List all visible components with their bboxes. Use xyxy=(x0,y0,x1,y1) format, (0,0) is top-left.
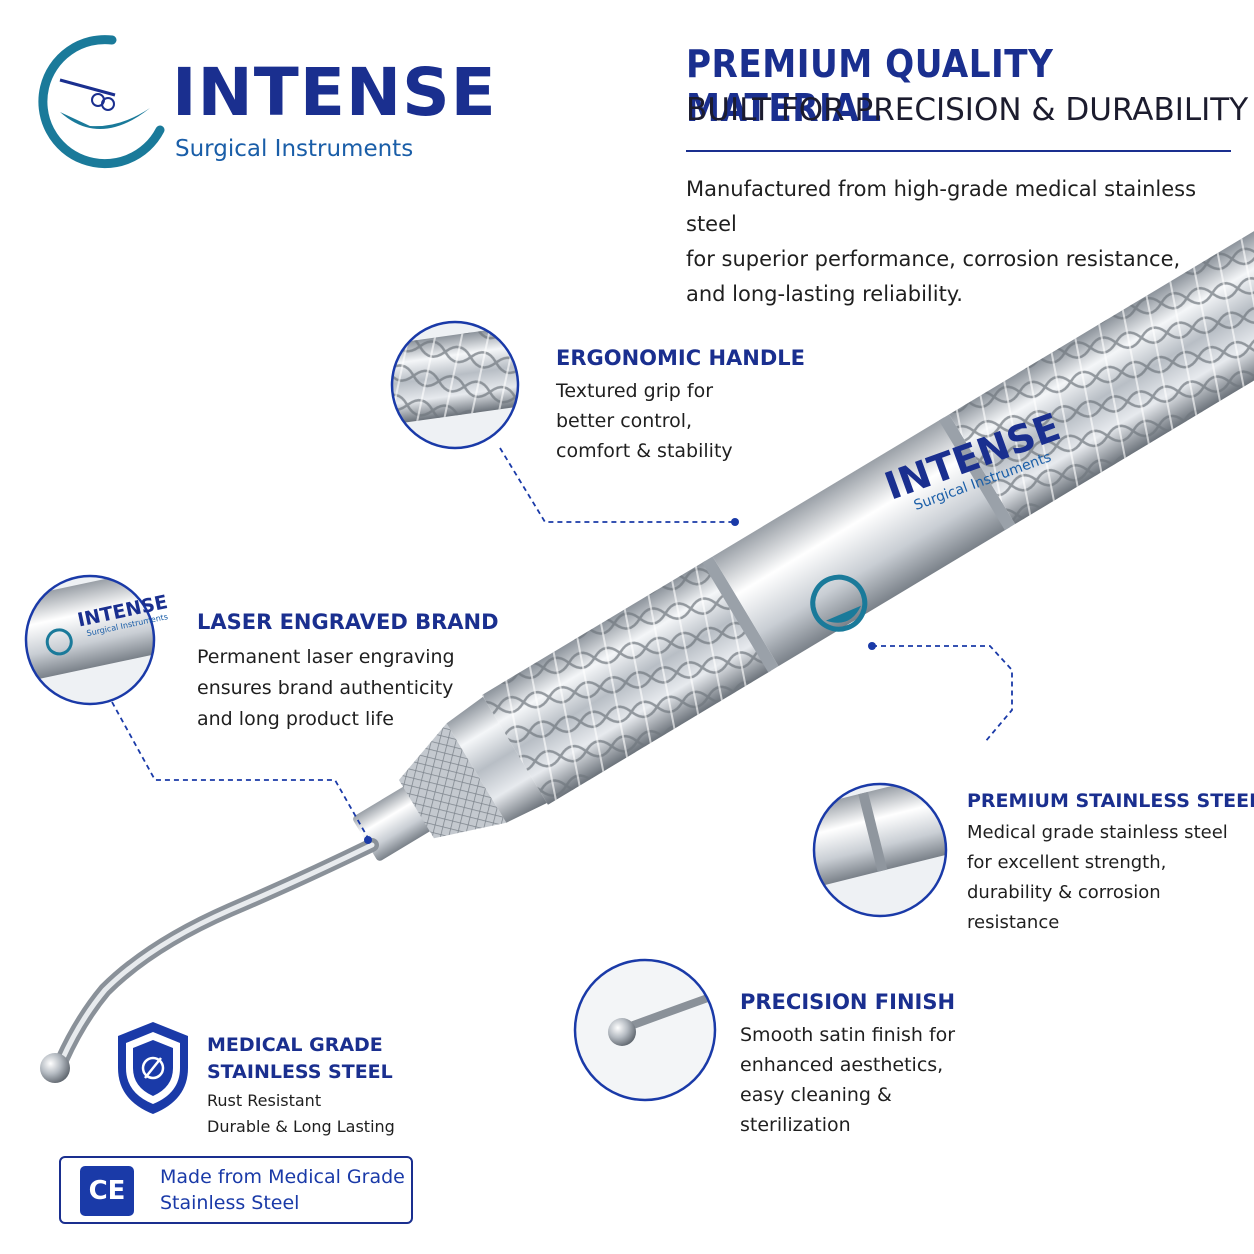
detail-line: Rust Resistant xyxy=(207,1091,322,1110)
feature-ergonomic: ERGONOMIC HANDLE Textured grip for bette… xyxy=(556,346,805,466)
stainless-steel-zoom xyxy=(812,782,948,918)
brand-name: INTENSE xyxy=(172,54,497,131)
feature-line: for excellent strength, xyxy=(967,852,1167,873)
feature-line: comfort & stability xyxy=(556,440,733,462)
subheadline: BUILT FOR PRECISION & DURABILITY xyxy=(686,92,1249,128)
feature-line: and long product life xyxy=(197,708,394,730)
feature-line: ensures brand authenticity xyxy=(197,677,454,699)
feature-description: Permanent laser engraving ensures brand … xyxy=(197,642,499,735)
feature-line: Medical grade stainless steel xyxy=(967,822,1228,843)
title-line: STAINLESS STEEL xyxy=(207,1061,393,1083)
shield-icon xyxy=(118,1022,188,1114)
intro-line: and long-lasting reliability. xyxy=(686,282,963,306)
feature-title: PREMIUM STAINLESS STEEL xyxy=(967,790,1254,812)
leader-lines xyxy=(111,447,1013,839)
detail-line: Durable & Long Lasting xyxy=(207,1117,395,1136)
feature-laser-engraved: LASER ENGRAVED BRAND Permanent laser eng… xyxy=(197,610,499,735)
title-line: MEDICAL GRADE xyxy=(207,1034,383,1056)
medical-grade-title: MEDICAL GRADE STAINLESS STEEL xyxy=(207,1032,393,1086)
feature-line: Textured grip for xyxy=(556,380,714,402)
feature-title: PRECISION FINISH xyxy=(740,990,956,1014)
feature-line: enhanced aesthetics, xyxy=(740,1054,944,1076)
feature-description: Textured grip for better control, comfor… xyxy=(556,376,805,466)
intro-text: Manufactured from high-grade medical sta… xyxy=(686,172,1246,312)
feature-line: easy cleaning & xyxy=(740,1084,892,1106)
ergonomic-handle-zoom xyxy=(390,320,520,450)
handle-engraving xyxy=(810,574,868,632)
feature-line: Permanent laser engraving xyxy=(197,646,455,668)
feature-description: Smooth satin finish for enhanced aesthet… xyxy=(740,1020,955,1140)
feature-premium-steel: PREMIUM STAINLESS STEEL Medical grade st… xyxy=(967,790,1254,938)
ce-text: Made from Medical Grade Stainless Steel xyxy=(160,1164,405,1216)
laser-brand-zoom xyxy=(24,574,156,706)
precision-finish-zoom xyxy=(573,958,717,1102)
ce-line: Stainless Steel xyxy=(160,1192,300,1214)
intro-line: Manufactured from high-grade medical sta… xyxy=(686,177,1197,236)
feature-line: resistance xyxy=(967,912,1060,933)
feature-title: ERGONOMIC HANDLE xyxy=(556,346,806,370)
brand-logo-icon xyxy=(38,35,165,169)
headline: PREMIUM QUALITY MATERIAL xyxy=(686,42,1054,130)
intro-line: for superior performance, corrosion resi… xyxy=(686,247,1181,271)
feature-line: durability & corrosion xyxy=(967,882,1161,903)
header-divider xyxy=(686,150,1231,152)
medical-grade-details: Rust Resistant Durable & Long Lasting xyxy=(207,1088,395,1140)
feature-line: sterilization xyxy=(740,1114,851,1136)
feature-line: better control, xyxy=(556,410,693,432)
feature-precision-finish: PRECISION FINISH Smooth satin finish for… xyxy=(740,990,955,1140)
brand-subtitle: Surgical Instruments xyxy=(175,136,414,162)
feature-title: LASER ENGRAVED BRAND xyxy=(197,610,499,634)
ce-certification-box xyxy=(59,1156,413,1224)
feature-line: Smooth satin finish for xyxy=(740,1024,956,1046)
feature-description: Medical grade stainless steel for excell… xyxy=(967,818,1254,938)
ce-line: Made from Medical Grade xyxy=(160,1166,405,1188)
ce-mark-icon: CE xyxy=(80,1166,134,1216)
